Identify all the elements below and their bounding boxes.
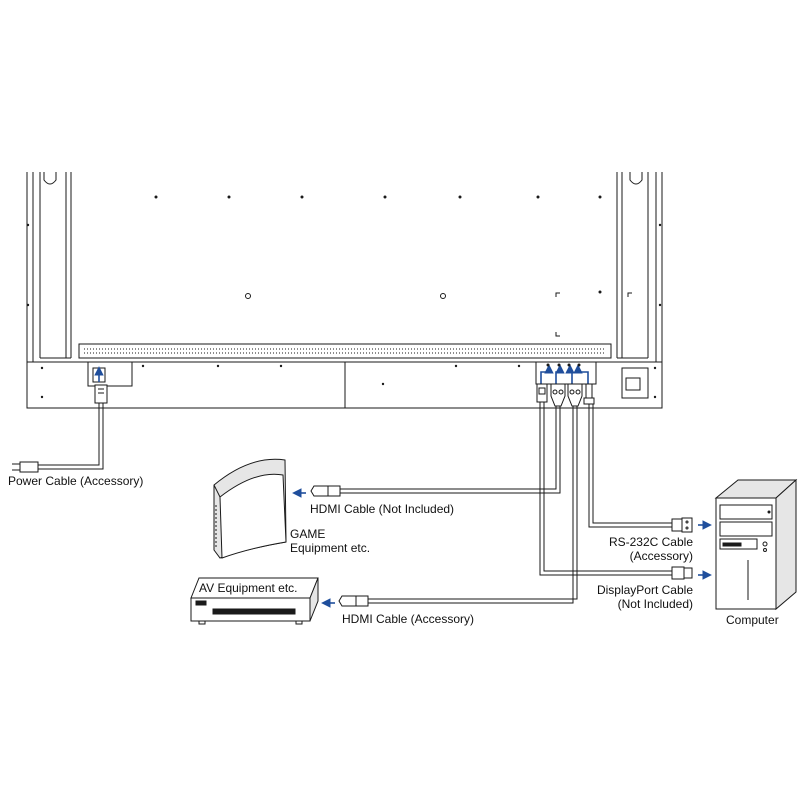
game-equipment-drawing	[213, 458, 287, 559]
hdmi-plug-icon	[567, 383, 583, 407]
game-label-line2: Equipment etc.	[290, 541, 370, 555]
monitor-rear-panel	[26, 172, 663, 409]
displayport-plug-icon	[683, 567, 693, 579]
av-equipment-drawing	[190, 577, 319, 625]
cable-routing	[340, 402, 672, 604]
arrow-up-icon	[573, 364, 589, 384]
computer-drawing	[714, 478, 798, 611]
av-equipment-label: AV Equipment etc.	[199, 581, 298, 595]
power-plug-icon	[94, 384, 108, 404]
mount-holes	[245, 292, 632, 337]
displayport-label-line2: (Not Included)	[618, 597, 693, 611]
arrow-up-icon	[565, 364, 575, 384]
panel-screws	[26, 195, 662, 399]
rs232c-label-line1: RS-232C Cable	[609, 535, 693, 549]
power-cable-label: Power Cable (Accessory)	[8, 474, 143, 488]
displayport-label-line1: DisplayPort Cable	[597, 583, 693, 597]
port-arrows	[94, 364, 589, 384]
hdmi-cable-accessory-label: HDMI Cable (Accessory)	[342, 612, 474, 626]
arrow-up-icon	[540, 364, 554, 384]
cable-end-plugs	[310, 485, 693, 607]
power-cable	[12, 384, 108, 473]
computer-label: Computer	[726, 613, 779, 627]
hdmi-cable-not-included-label: HDMI Cable (Not Included)	[310, 502, 454, 516]
hdmi-plug-icon	[550, 383, 566, 407]
game-label-line1: GAME	[290, 527, 325, 541]
direction-arrows	[292, 488, 712, 608]
monitor-plugs	[536, 383, 595, 407]
rs232c-label-line2: (Accessory)	[630, 549, 693, 563]
hdmi-plug-icon	[338, 595, 357, 607]
hdmi-plug-icon	[310, 485, 329, 497]
rs232c-plug-icon	[681, 517, 693, 533]
arrow-up-icon	[555, 364, 565, 384]
